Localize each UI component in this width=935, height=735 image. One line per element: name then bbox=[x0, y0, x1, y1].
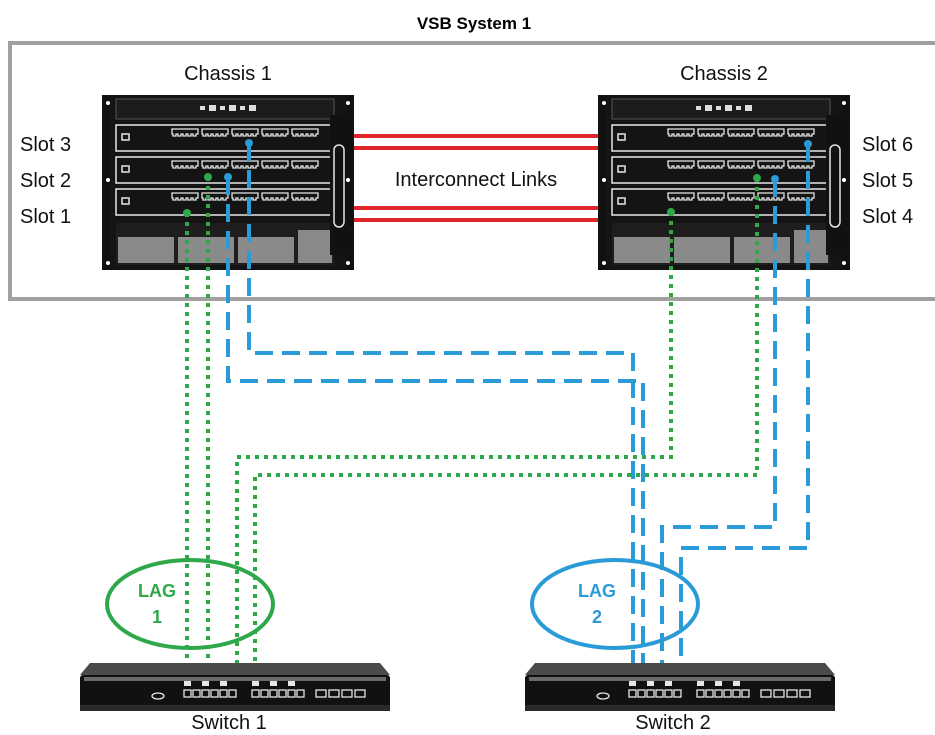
lag-1-group: LAG 1 bbox=[105, 558, 275, 650]
slot-5-label: Slot 5 bbox=[862, 170, 913, 192]
lag-2-label: LAG bbox=[578, 581, 616, 601]
vsb-system-frame bbox=[8, 41, 935, 301]
lag-2-group: LAG 2 bbox=[530, 558, 700, 650]
chassis-1-label: Chassis 1 bbox=[184, 63, 272, 85]
interconnect-label: Interconnect Links bbox=[395, 169, 557, 191]
chassis-2-label: Chassis 2 bbox=[680, 63, 768, 85]
switch-1-label: Switch 1 bbox=[191, 712, 267, 734]
system-title: VSB System 1 bbox=[417, 14, 531, 33]
slot-6-label: Slot 6 bbox=[862, 134, 913, 156]
switch-2 bbox=[525, 663, 835, 711]
lag-1-label: LAG bbox=[138, 581, 176, 601]
interconnect-links bbox=[350, 134, 605, 222]
switch-2-label: Switch 2 bbox=[635, 712, 711, 734]
slot-3-label: Slot 3 bbox=[20, 134, 71, 156]
slot-4-label: Slot 4 bbox=[862, 206, 913, 228]
lag-2-links bbox=[226, 143, 810, 682]
chassis-2 bbox=[597, 94, 851, 271]
slot-2-label: Slot 2 bbox=[20, 170, 71, 192]
switch-1 bbox=[80, 663, 390, 711]
slot-1-label: Slot 1 bbox=[20, 206, 71, 228]
lag-2-number: 2 bbox=[592, 607, 602, 627]
lag-1-number: 1 bbox=[152, 607, 162, 627]
